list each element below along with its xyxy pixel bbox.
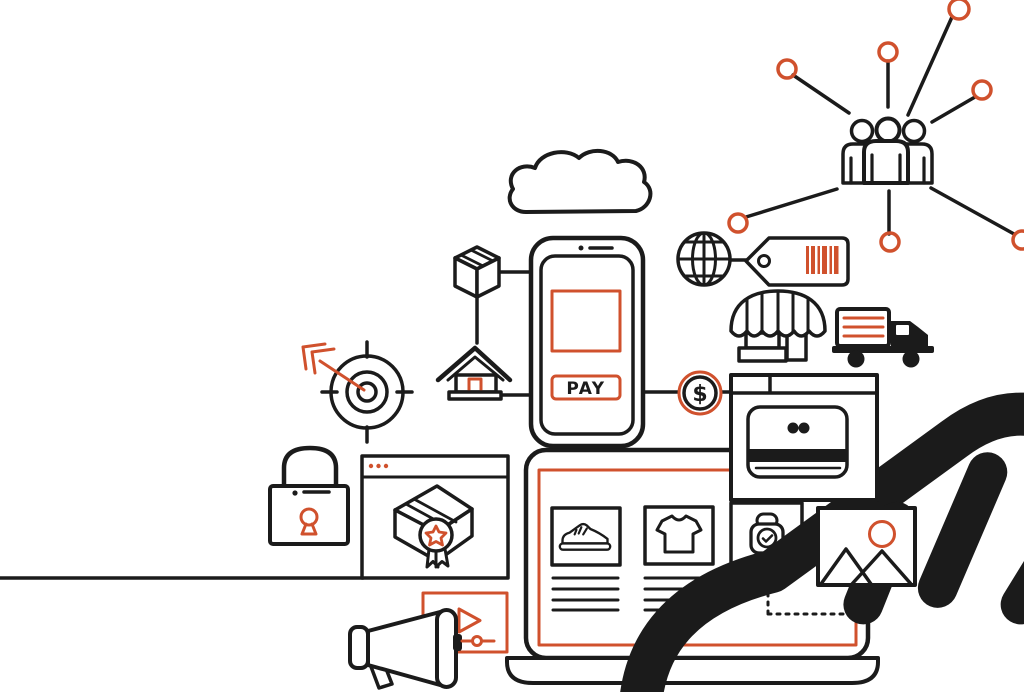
image-placeholder-icon bbox=[816, 506, 917, 587]
tshirt-card-icon bbox=[643, 505, 715, 612]
image-mountains-icon bbox=[819, 547, 913, 586]
network-lines bbox=[744, 15, 1016, 236]
people-group-icon bbox=[841, 116, 934, 185]
play-icon bbox=[457, 607, 482, 634]
phone-camera-icon bbox=[578, 245, 584, 251]
pay-button: PAY bbox=[550, 374, 622, 401]
window-dots-icon bbox=[368, 463, 389, 469]
credit-card-icon bbox=[746, 405, 849, 479]
image-sun-icon bbox=[868, 520, 896, 548]
cloud-icon bbox=[507, 149, 653, 214]
delivery-truck-icon bbox=[832, 307, 934, 368]
keyhole-icon bbox=[299, 507, 319, 536]
customers-network-icon bbox=[727, 0, 1024, 253]
target-icon bbox=[301, 340, 414, 444]
house-delivery-icon bbox=[435, 345, 533, 401]
arrow-icon bbox=[301, 342, 366, 392]
price-tag-icon bbox=[728, 236, 850, 287]
sneaker-card-icon bbox=[550, 506, 622, 612]
storefront-icon bbox=[729, 289, 827, 363]
package-cube-icon bbox=[453, 245, 533, 345]
globe-icon bbox=[676, 231, 732, 287]
network-node-icon bbox=[727, 0, 1024, 253]
card-reader-window-icon bbox=[729, 373, 879, 502]
laptop-base bbox=[505, 656, 880, 685]
dollar-symbol: $ bbox=[692, 382, 707, 407]
award-star-badge-icon bbox=[418, 517, 454, 569]
video-progress-icon bbox=[460, 635, 496, 647]
pay-button-label: PAY bbox=[566, 379, 605, 399]
padlock-icon bbox=[268, 445, 350, 546]
product-image-sneaker-icon bbox=[550, 289, 622, 353]
barcode-icon bbox=[806, 246, 839, 274]
smartphone-icon: PAY bbox=[528, 235, 1024, 692]
dollar-coin-icon: $ bbox=[641, 370, 733, 416]
package-award-window-icon bbox=[360, 454, 510, 580]
megaphone-icon bbox=[348, 608, 462, 690]
